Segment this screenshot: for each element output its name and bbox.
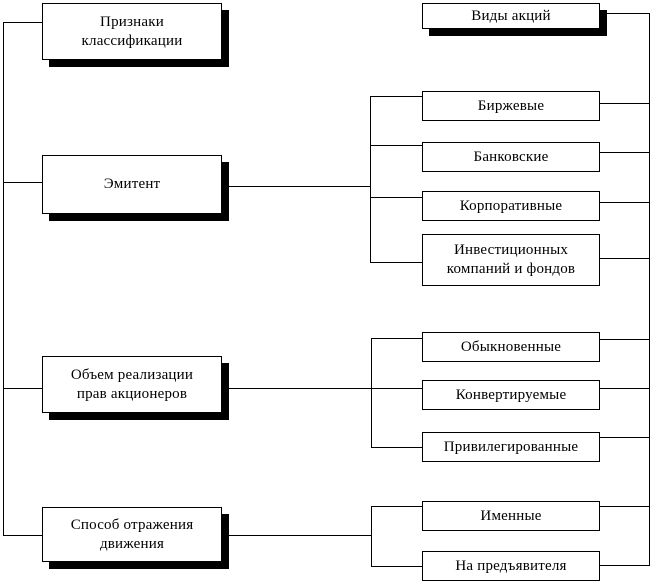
bracket-stub-bankovskie xyxy=(370,145,422,146)
box-criterion-emitent: Эмитент xyxy=(42,155,222,214)
bracket-stub-korporativnye xyxy=(370,197,422,198)
box-label-line: Инвестиционных xyxy=(453,242,569,259)
box-label-line: Виды акций xyxy=(471,7,551,24)
connector-right-bankovskie xyxy=(600,152,649,153)
connector-emitent-feed xyxy=(229,186,371,187)
box-label-line: Эмитент xyxy=(103,176,161,193)
connector-left-volume-stub xyxy=(3,388,42,389)
box-label-line: На предъявителя xyxy=(455,557,567,574)
box-type-bankovskie: Банковские xyxy=(422,142,600,172)
box-label-line: Биржевые xyxy=(477,97,545,114)
bracket-stub-birzhevye xyxy=(370,96,422,97)
box-label-line: компаний и фондов xyxy=(446,261,576,277)
connector-right-imennye xyxy=(600,506,649,507)
box-label-line: Признаки xyxy=(100,13,164,30)
connector-left-emitent-stub xyxy=(3,182,42,183)
connector-right-korporativnye xyxy=(600,202,649,203)
box-label-line: Объем реализации xyxy=(70,366,194,383)
box-label-line: Банковские xyxy=(473,148,549,165)
connector-left-header-stub xyxy=(3,22,42,23)
box-types-header: Виды акций xyxy=(422,3,600,29)
box-criterion-rights-volume: Объем реализации прав акционеров xyxy=(42,356,222,413)
box-label-line: прав акционеров xyxy=(76,385,188,402)
connector-method-feed xyxy=(229,535,371,536)
box-type-obyknovennye: Обыкновенные xyxy=(422,332,600,362)
right-spine-line xyxy=(649,13,650,566)
box-label-line: классификации xyxy=(81,32,183,49)
box-type-imennye: Именные xyxy=(422,501,600,531)
left-spine-line xyxy=(3,22,4,536)
box-type-konvertiruemye: Конвертируемые xyxy=(422,380,600,410)
connector-types-header-stub xyxy=(607,13,649,14)
connector-right-predyavitelya xyxy=(600,565,649,566)
bracket-stub-investicionnyh xyxy=(370,262,422,263)
box-type-privilegirovannye: Привилегированные xyxy=(422,432,600,462)
box-label-line: Обыкновенные xyxy=(460,338,562,355)
box-label-line: движения xyxy=(99,535,165,552)
bracket-stub-privilegirovannye xyxy=(371,447,422,448)
box-label-line: Корпоративные xyxy=(459,197,563,214)
connector-left-method-stub xyxy=(3,535,42,536)
box-type-investicionnyh: Инвестиционных компаний и фондов xyxy=(422,234,600,286)
connector-right-obyknovennye xyxy=(600,339,649,340)
box-label-line: Привилегированные xyxy=(443,438,579,455)
connector-right-privilegirovannye xyxy=(600,437,649,438)
box-type-birzhevye: Биржевые xyxy=(422,91,600,121)
connector-right-konvertiruemye xyxy=(600,388,649,389)
connector-right-birzhevye xyxy=(600,103,649,104)
bracket-emitent-line xyxy=(370,96,371,263)
connector-volume-feed xyxy=(229,388,422,389)
bracket-stub-predyavitelya xyxy=(371,566,422,567)
box-label-line: Конвертируемые xyxy=(455,386,567,403)
box-label-line: Способ отражения xyxy=(70,516,194,533)
bracket-stub-obyknovennye xyxy=(371,338,422,339)
bracket-method-line xyxy=(371,506,372,567)
box-classification-header: Признаки классификации xyxy=(42,3,222,60)
box-type-korporativnye: Корпоративные xyxy=(422,191,600,221)
box-type-na-predyavitelya: На предъявителя xyxy=(422,551,600,581)
box-label-line: Именные xyxy=(480,507,542,524)
bracket-stub-imennye xyxy=(371,506,422,507)
box-criterion-movement-method: Способ отражения движения xyxy=(42,507,222,562)
bracket-volume-line xyxy=(371,338,372,448)
connector-right-investicionnyh xyxy=(600,258,649,259)
